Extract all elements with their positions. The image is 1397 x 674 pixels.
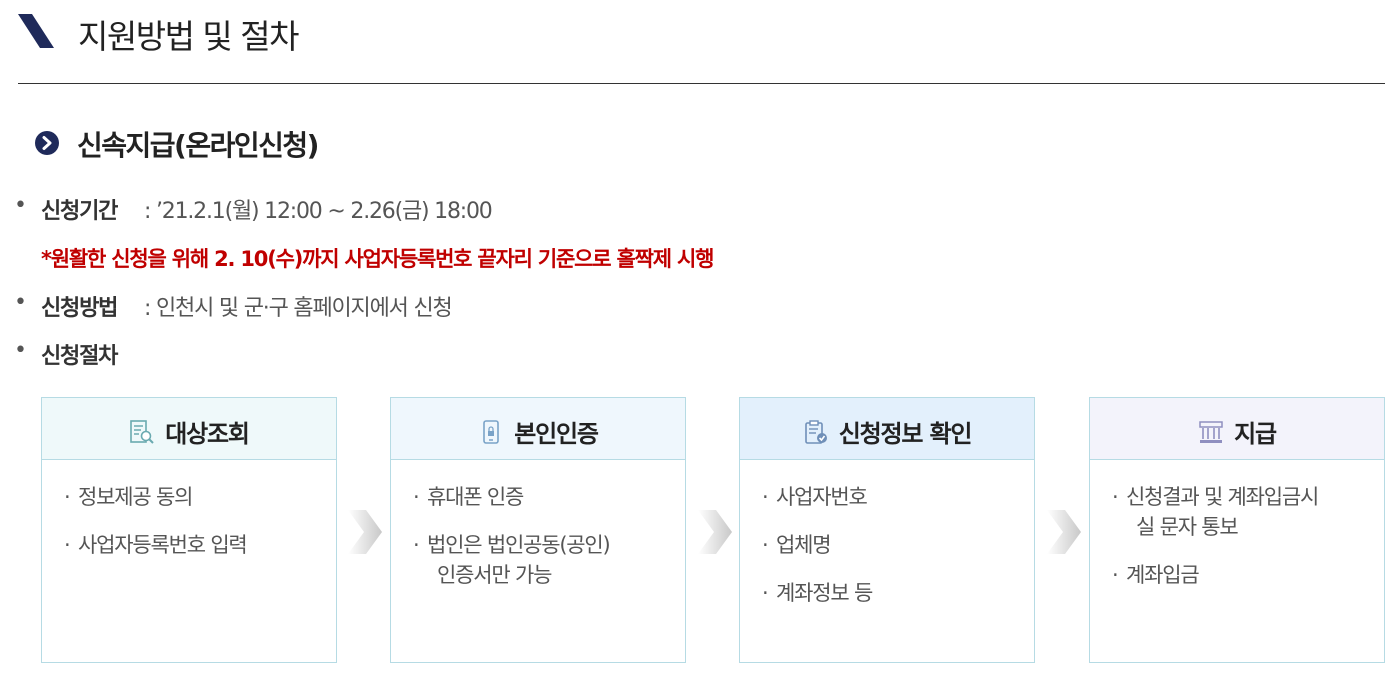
method-value: : 인천시 및 군·구 홈페이지에서 신청 — [144, 296, 453, 321]
step-card-lookup: 대상조회 ·정보제공 동의 ·사업자등록번호 입력 — [41, 397, 337, 663]
arrow-right-icon — [1047, 510, 1081, 554]
step-item: ·사업자번호 — [762, 485, 868, 509]
document-search-icon — [130, 419, 154, 444]
step-title: 본인인증 — [514, 420, 599, 448]
step-item: ·휴대폰 인증 — [413, 485, 524, 509]
period-note: *원활한 신청을 위해 2. 10(수)까지 사업자등록번호 끝자리 기준으로 … — [41, 247, 714, 271]
bullet: • — [14, 193, 27, 218]
slash-mark-icon — [18, 14, 54, 48]
step-title: 대상조회 — [165, 420, 250, 448]
step-item: ·법인은 법인공동(공인)인증서만 가능 — [413, 533, 611, 587]
page-title: 지원방법 및 절차 — [78, 17, 300, 56]
period-label: 신청기간 — [41, 199, 118, 224]
phone-lock-icon — [483, 419, 500, 444]
step-header: 신청정보 확인 — [740, 398, 1034, 460]
chevron-circle-icon — [35, 131, 59, 155]
procedure-label: 신청절차 — [41, 344, 118, 369]
page-header: 지원방법 및 절차 — [18, 0, 1385, 84]
step-title: 지급 — [1234, 420, 1277, 448]
step-item: ·정보제공 동의 — [64, 485, 193, 509]
bank-icon — [1199, 420, 1223, 443]
step-title: 신청정보 확인 — [838, 420, 973, 448]
arrow-right-icon — [348, 510, 382, 554]
step-card-confirm: 신청정보 확인 ·사업자번호 ·업체명 ·계좌정보 등 — [739, 397, 1035, 663]
period-value: : ’21.2.1(월) 12:00 ~ 2.26(금) 18:00 — [144, 199, 493, 224]
clipboard-check-icon — [804, 419, 827, 444]
step-header: 지급 — [1090, 398, 1384, 460]
step-item: ·계좌입금 — [1112, 563, 1200, 587]
method-label: 신청방법 — [41, 296, 118, 321]
step-item: ·사업자등록번호 입력 — [64, 533, 248, 557]
step-card-verification: 본인인증 ·휴대폰 인증 ·법인은 법인공동(공인)인증서만 가능 — [390, 397, 686, 663]
bullet: • — [14, 290, 27, 315]
step-item: ·계좌정보 등 — [762, 581, 873, 605]
step-header: 대상조회 — [42, 398, 336, 460]
step-item: ·업체명 — [762, 533, 832, 557]
arrow-right-icon — [698, 510, 732, 554]
step-header: 본인인증 — [391, 398, 685, 460]
bullet: • — [14, 338, 27, 363]
section-title: 신속지급(온라인신청) — [77, 129, 319, 162]
